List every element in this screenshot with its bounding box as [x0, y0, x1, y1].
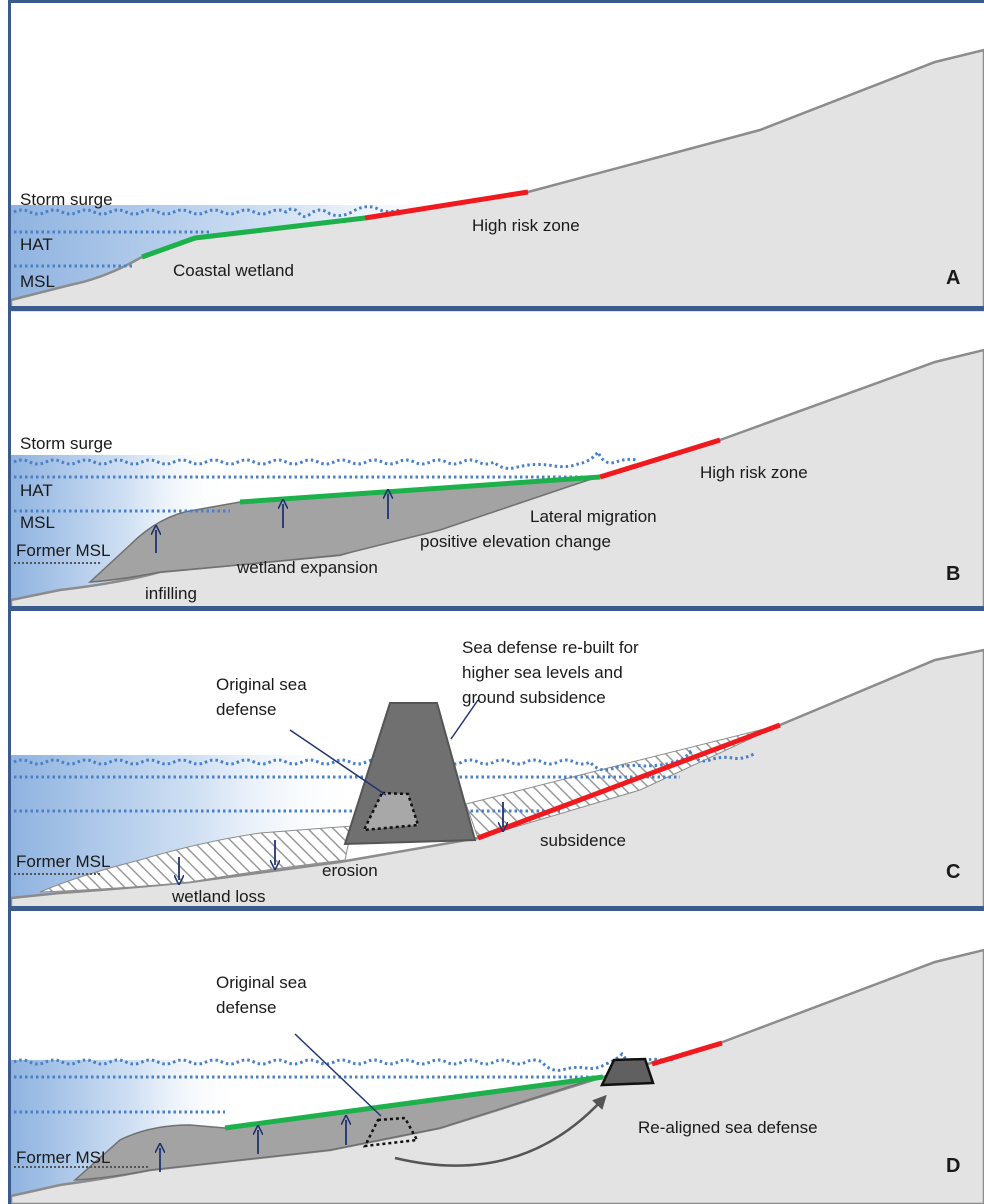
panel-b-lateral-migration-label: Lateral migration	[530, 507, 657, 526]
panel-c-original-leader	[289, 729, 387, 796]
panel-b-former-msl-label: Former MSL	[16, 541, 110, 560]
panel-c-rebuilt-leader	[450, 699, 479, 740]
panel-d-realigned-label: Re-aligned sea defense	[638, 1118, 818, 1137]
panel-b-wetland-sediment	[87, 475, 601, 583]
panel-a-hat-label: HAT	[20, 235, 53, 254]
panel-a-high-risk-label: High risk zone	[472, 216, 580, 235]
panel-b-positive-elevation-label: positive elevation change	[420, 532, 611, 551]
panel-c-original-sea-wall-outline	[361, 791, 420, 832]
panel-d-realigned-sea-wall	[599, 1057, 655, 1087]
panel-d-border	[8, 908, 984, 1204]
panel-d-former-msl-label: Former MSL	[16, 1148, 110, 1167]
panel-b: Storm surge HAT MSL Former MSL High risk…	[9, 348, 984, 610]
panel-a-letter: A	[946, 267, 960, 289]
panel-b-high-risk-label: High risk zone	[700, 463, 808, 482]
panel-a-border	[8, 0, 984, 309]
panel-c-rebuilt-label-1: Sea defense re-built for	[462, 638, 639, 657]
panel-c-risk-line	[477, 722, 781, 841]
panel-c-original-label-1: Original sea	[216, 675, 307, 694]
panel-c-erosion-label: erosion	[322, 861, 378, 880]
panel-d-original-label-1: Original sea	[216, 973, 307, 992]
panel-c-border	[8, 608, 984, 909]
panel-c-hatch-left	[39, 825, 353, 893]
panel-b-infilling-label: infilling	[145, 584, 197, 603]
panel-d-original-sea-wall-outline	[362, 1116, 419, 1148]
panel-c: Sea defense re-built for higher sea leve…	[9, 638, 984, 910]
panel-a-wetland-label: Coastal wetland	[173, 261, 294, 280]
panel-a-storm-surge-label: Storm surge	[20, 190, 113, 209]
panel-d-realign-arrow	[394, 1094, 607, 1167]
panel-a-storm-surge-line	[13, 205, 401, 219]
panel-borders	[8, 0, 984, 1204]
panel-a: Storm surge HAT MSL Coastal wetland High…	[9, 48, 984, 312]
panel-b-ground	[9, 348, 984, 610]
panel-a-risk-line	[364, 189, 529, 221]
panel-a-ground	[9, 48, 984, 312]
panel-b-risk-line	[599, 437, 721, 480]
panel-d-risk-line	[651, 1040, 723, 1067]
panel-b-wetland-expansion-label: wetland expansion	[236, 558, 378, 577]
panel-b-border	[8, 308, 984, 609]
panel-a-msl-label: MSL	[20, 272, 55, 291]
panel-b-msl-label: MSL	[20, 513, 55, 532]
panel-c-original-label-2: defense	[216, 700, 277, 719]
panel-d-original-leader	[294, 1033, 382, 1117]
panel-b-storm-surge-label: Storm surge	[20, 434, 113, 453]
panel-c-subsidence-label: subsidence	[540, 831, 626, 850]
panel-c-former-msl-label: Former MSL	[16, 852, 110, 871]
panel-d-storm-surge-line	[13, 1051, 681, 1072]
panel-c-letter: C	[946, 861, 960, 883]
panel-c-rebuilt-label-2: higher sea levels and	[462, 663, 623, 682]
panel-d-wetland-sediment	[72, 1076, 601, 1181]
panel-c-wetland-loss-label: wetland loss	[171, 887, 266, 906]
panel-c-rebuilt-label-3: ground subsidence	[462, 688, 606, 707]
panel-b-letter: B	[946, 563, 960, 585]
panel-d: Original sea defense Re-aligned sea defe…	[9, 948, 984, 1204]
panel-c-storm-surge-line	[13, 749, 755, 772]
panel-b-hat-label: HAT	[20, 481, 53, 500]
panel-a-wetland-line	[141, 215, 366, 260]
panel-d-original-label-2: defense	[216, 998, 277, 1017]
panel-b-wetland-line	[239, 474, 601, 505]
panel-d-wetland-line	[224, 1074, 604, 1131]
panel-d-letter: D	[946, 1155, 960, 1177]
